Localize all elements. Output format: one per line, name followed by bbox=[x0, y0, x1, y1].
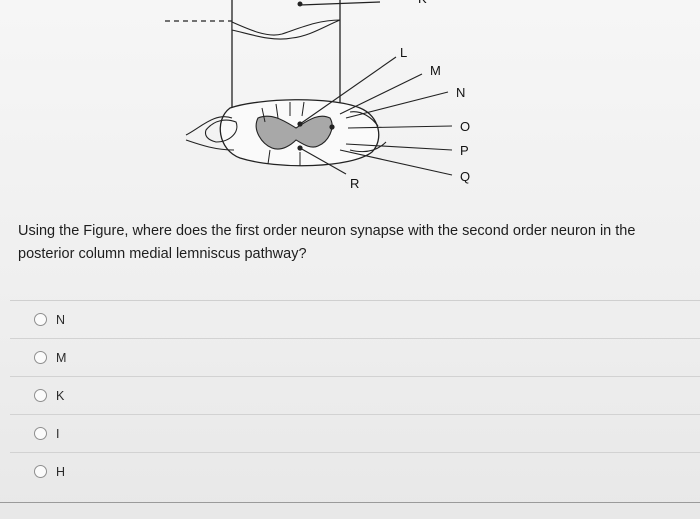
pointer-N bbox=[345, 91, 449, 119]
bottom-divider bbox=[0, 502, 700, 503]
option-label: N bbox=[56, 312, 66, 327]
label-N: N bbox=[456, 85, 465, 100]
pointer-Q bbox=[339, 149, 453, 176]
label-R: R bbox=[350, 176, 359, 191]
question-text: Using the Figure, where does the first o… bbox=[18, 223, 636, 262]
label-L: L bbox=[400, 45, 407, 60]
left-ganglion bbox=[204, 119, 238, 143]
pointer-R bbox=[299, 147, 347, 175]
brainstem-column bbox=[231, 0, 341, 108]
pointer-L bbox=[299, 56, 397, 125]
option-K[interactable]: K bbox=[10, 377, 700, 415]
label-O: O bbox=[460, 119, 470, 134]
option-N[interactable]: N bbox=[10, 301, 700, 339]
answer-options: N M K I H bbox=[0, 300, 700, 490]
option-label: H bbox=[56, 464, 66, 479]
pointer-O bbox=[347, 125, 453, 129]
option-label: I bbox=[56, 426, 60, 441]
pointer-M bbox=[339, 73, 423, 115]
medulla-section bbox=[231, 19, 341, 40]
option-I[interactable]: I bbox=[10, 415, 700, 453]
options-top-divider bbox=[10, 300, 700, 301]
pointer-P bbox=[345, 143, 453, 151]
label-P: P bbox=[460, 143, 469, 158]
option-label: M bbox=[56, 350, 67, 365]
radio-button[interactable] bbox=[34, 389, 47, 402]
label-K: K bbox=[418, 0, 427, 6]
label-Q: Q bbox=[460, 169, 470, 184]
neuroanatomy-figure: K L M N O P Q R bbox=[165, 0, 470, 191]
left-dorsal-root bbox=[185, 116, 233, 136]
left-ventral-root bbox=[185, 139, 235, 151]
right-dorsal-root bbox=[349, 111, 379, 127]
option-H[interactable]: H bbox=[10, 453, 700, 490]
radio-button[interactable] bbox=[34, 427, 47, 440]
radio-button[interactable] bbox=[34, 313, 47, 326]
option-M[interactable]: M bbox=[10, 339, 700, 377]
option-label: K bbox=[56, 388, 65, 403]
radio-button[interactable] bbox=[34, 351, 47, 364]
grey-matter bbox=[255, 115, 333, 150]
radio-button[interactable] bbox=[34, 465, 47, 478]
label-M: M bbox=[430, 63, 441, 78]
right-ventral-root bbox=[349, 141, 387, 153]
